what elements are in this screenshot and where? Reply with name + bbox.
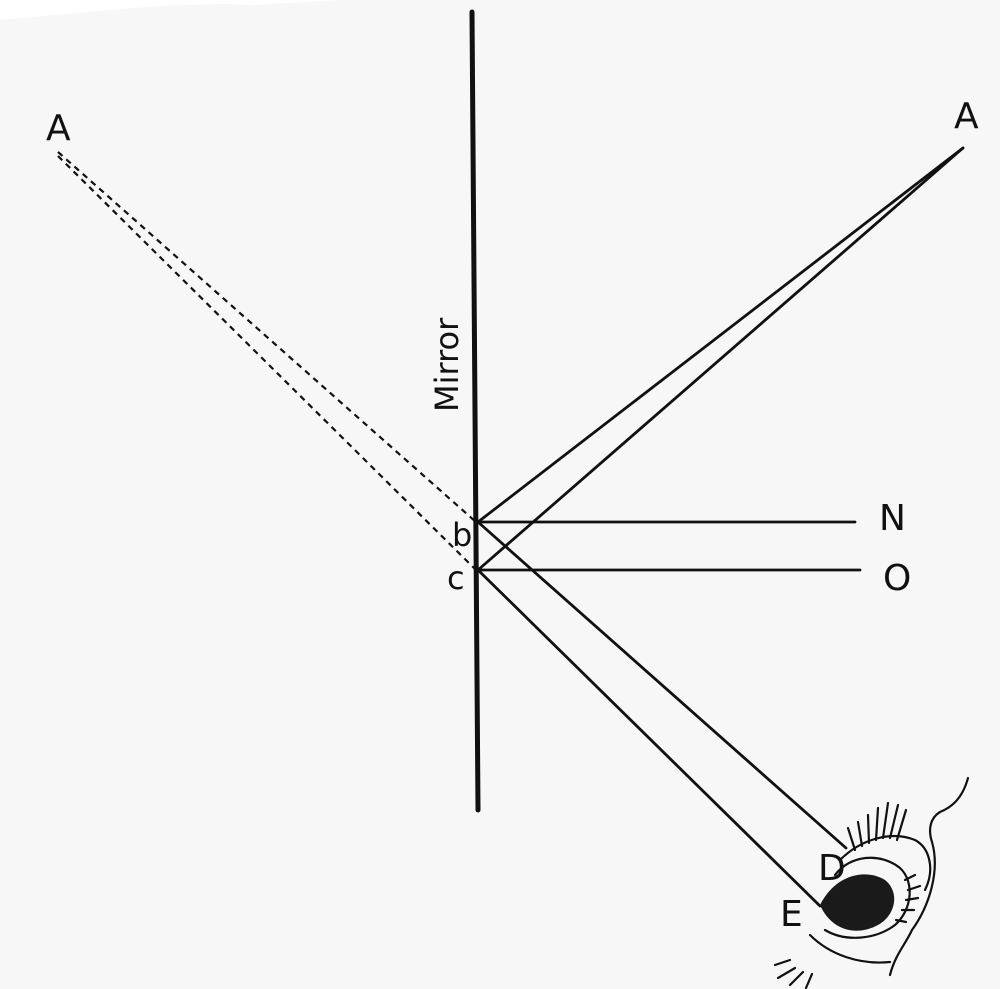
- object-point-label: A: [954, 96, 979, 137]
- eye-point-e-label: E: [780, 894, 803, 935]
- normal-n-label: N: [879, 498, 906, 539]
- image-point-label: A: [46, 108, 71, 149]
- mirror-label: Mirror: [428, 317, 466, 412]
- normal-o-label: O: [883, 558, 911, 599]
- point-b-label: b: [452, 516, 472, 554]
- point-c-label: c: [447, 559, 465, 597]
